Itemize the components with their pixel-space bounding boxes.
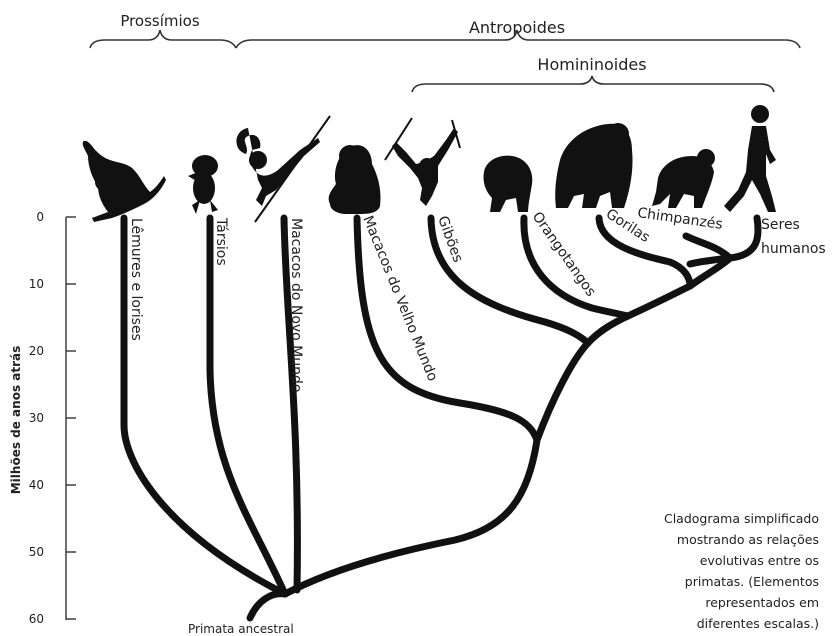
taxon-label-humans-2: humanos xyxy=(761,241,826,257)
branch-great-apes xyxy=(588,316,628,343)
taxon-label-chimps: Chimpanzés xyxy=(636,205,723,233)
tick-label: 20 xyxy=(29,344,44,358)
taxon-label-humans-1: Seres xyxy=(761,217,800,233)
orangutan-icon xyxy=(483,156,532,212)
hominoids-label: Homininoides xyxy=(537,55,646,74)
human-icon xyxy=(724,105,776,212)
prosimians-brace xyxy=(90,30,236,48)
branch-hominoid-stem xyxy=(537,343,588,440)
branch-chimps xyxy=(686,236,730,258)
branch-tarsiers xyxy=(210,218,285,594)
gibbon-icon xyxy=(385,118,460,206)
tick-label: 60 xyxy=(29,612,44,626)
caption-line: representados em xyxy=(619,592,819,613)
tick-label: 10 xyxy=(29,277,44,291)
baboon-icon xyxy=(329,145,381,214)
tarsier-icon xyxy=(188,155,218,214)
tick-label: 50 xyxy=(29,545,44,559)
spider-monkey-icon xyxy=(236,116,330,222)
branch-anthropoid-stem xyxy=(285,440,537,594)
taxon-label-tarsiers: Társios xyxy=(213,217,229,266)
taxon-label-new-world: Macacos do Novo Mundo xyxy=(288,218,304,392)
branch-african-apes xyxy=(628,286,690,316)
taxon-label-lemurs: Lêmures e lorises xyxy=(128,218,144,341)
caption-line: evolutivas entre os xyxy=(619,550,819,571)
caption-line: diferentes escalas.) xyxy=(619,613,819,634)
anthropoids-label: Antropoides xyxy=(469,18,565,37)
hominoids-brace xyxy=(412,76,774,92)
caption-line: primatas. (Elementos xyxy=(619,571,819,592)
axis-ticks: 0 10 20 30 40 50 60 xyxy=(29,210,76,626)
tick-label: 0 xyxy=(36,210,44,224)
taxon-label-orangutans: Orangotangos xyxy=(529,209,599,300)
gorilla-icon xyxy=(555,123,632,208)
caption-line: mostrando as relações xyxy=(619,529,819,550)
lemur-icon xyxy=(83,141,166,222)
prosimians-label: Prossímios xyxy=(120,12,200,30)
caption-line: Cladograma simplificado xyxy=(619,508,819,529)
caption-note: Cladograma simplificado mostrando as rel… xyxy=(619,508,819,634)
taxon-label-old-world: Macacos do Velho Mundo xyxy=(359,214,440,384)
root-label: Primata ancestral xyxy=(188,622,294,636)
axis-title: Milhões de anos atrás xyxy=(9,346,23,495)
root-branch xyxy=(250,594,285,618)
tick-label: 30 xyxy=(29,411,44,425)
tick-label: 40 xyxy=(29,478,44,492)
chimpanzee-icon xyxy=(652,149,715,208)
